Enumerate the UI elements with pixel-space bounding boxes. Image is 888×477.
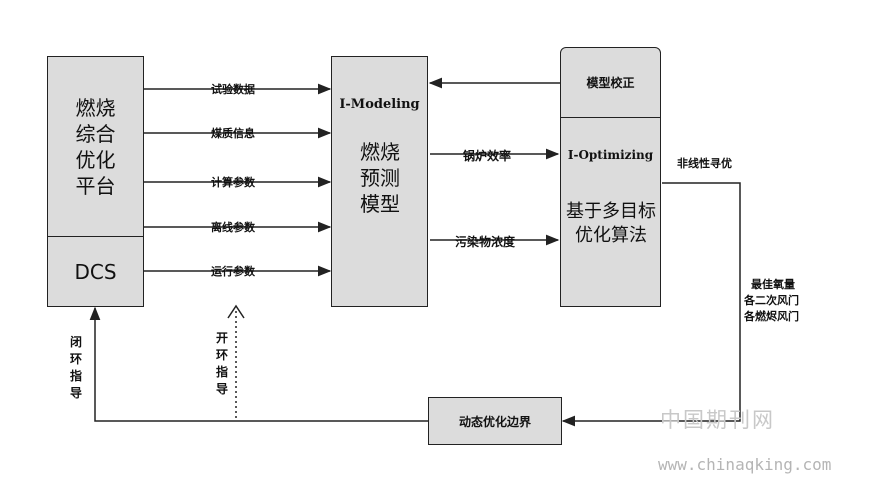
boundary-box: 动态优化边界 [428,397,562,445]
result-label-2: 各二次风门 [744,294,799,307]
platform-box: 燃烧综合优化平台 [47,56,144,238]
modeling-box: I-Modeling 燃烧预测模型 [331,56,428,307]
output-label-pollutant: 污染物浓度 [455,235,516,249]
boundary-title: 动态优化边界 [458,414,531,429]
result-label-1: 最佳氧量 [751,278,795,291]
input-label-5: 运行参数 [211,265,255,278]
platform-title: 燃烧综合优化平台 [75,96,116,198]
calibration-title: 模型校正 [586,76,635,90]
closed-loop-label: 闭环指导 [69,335,82,400]
watermark-url: www.chinaqking.com [658,455,832,474]
input-label-2: 煤质信息 [211,127,255,140]
dcs-box: DCS [47,236,144,307]
dcs-label: DCS [74,259,117,284]
modeling-tag: I-Modeling [339,97,420,112]
modeling-title: 燃烧预测模型 [360,140,400,216]
arrow-closed-loop [89,306,428,422]
optimizing-title: 基于多目标优化算法 [566,201,656,246]
input-label-4: 离线参数 [211,221,255,234]
arrow-search-loop [561,182,741,427]
input-label-3: 计算参数 [211,176,255,189]
result-label-3: 各燃烬风门 [744,310,799,323]
open-loop-arrowhead [227,304,245,319]
input-label-1: 试验数据 [211,83,255,96]
optimizing-tag: I-Optimizing [567,148,654,162]
calibration-box: 模型校正 [560,47,661,118]
output-label-efficiency: 锅炉效率 [463,149,512,163]
open-loop-label: 开环指导 [215,331,228,396]
search-label: 非线性寻优 [677,157,732,170]
watermark-cn: 中国期刊网 [660,408,775,432]
optimizing-box: I-Optimizing 基于多目标优化算法 [560,117,661,307]
